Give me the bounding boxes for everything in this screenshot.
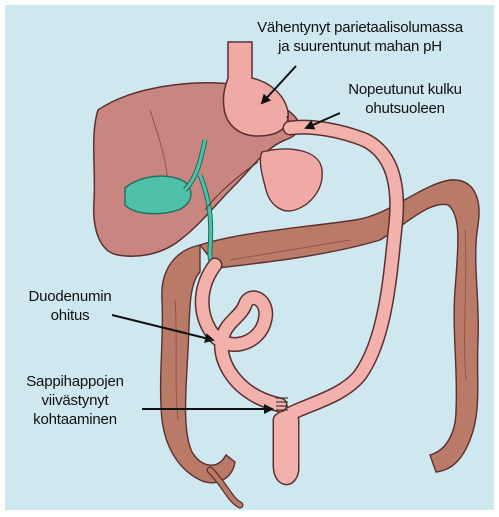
label-transit-line1: Nopeutunut kulku	[325, 80, 485, 99]
label-bile-line3: kohtaaminen	[15, 410, 135, 429]
label-bile-line1: Sappihappojen	[15, 372, 135, 391]
label-duodenum-line2: ohitus	[15, 306, 125, 325]
label-parietal-cell-mass: Vähentynyt parietaalisolumassa ja suuren…	[225, 18, 495, 56]
label-bile-line2: viivästynyt	[15, 391, 135, 410]
label-transit-line2: ohutsuoleen	[325, 99, 485, 118]
label-parietal-line1: Vähentynyt parietaalisolumassa	[225, 18, 495, 37]
label-parietal-line2: ja suurentunut mahan pH	[225, 37, 495, 56]
label-duodenum-line1: Duodenumin	[15, 287, 125, 306]
label-duodenum-bypass: Duodenumin ohitus	[15, 287, 125, 325]
label-bile-acid-delay: Sappihappojen viivästynyt kohtaaminen	[15, 372, 135, 429]
label-transit: Nopeutunut kulku ohutsuoleen	[325, 80, 485, 118]
